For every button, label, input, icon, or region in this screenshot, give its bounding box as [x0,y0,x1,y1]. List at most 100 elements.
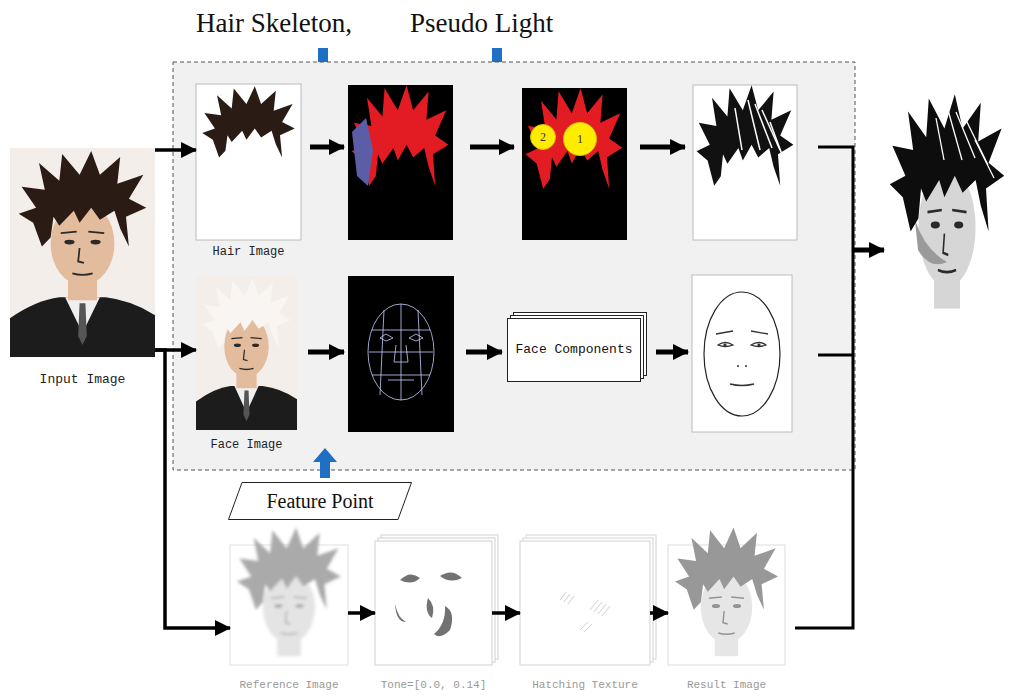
face-line-drawing-part-part [751,343,766,347]
hatching-pages-part [560,592,610,632]
final-portrait-part-part [956,112,975,158]
flow-arrow [348,611,375,615]
result-photo-part [709,597,744,634]
input-photo-part [10,297,155,357]
light-disc [531,125,556,150]
face-mesh-panel-part-part [380,334,393,341]
picture-node: Hatching Texture [520,535,650,692]
picture-caption: Result Image [687,679,766,692]
flow-arrow [492,611,520,615]
stack-page [508,319,641,382]
result-photo-part [675,528,778,610]
picture-node: Tone=[0.0, 0.14] [375,535,492,692]
face-photo-part [196,276,297,430]
face-mesh-panel [348,276,454,432]
face-photo-part [202,278,291,348]
tone-pages-part-part [427,598,434,618]
tone-pages-part-part [440,572,462,580]
callout-number: 1 [577,132,583,146]
picture-node: Reference Image [230,545,348,692]
picture-caption: Reference Image [239,679,338,692]
hatching-pages [520,535,656,665]
merge-bracket-part [818,354,853,357]
face-line-drawing-part-part [730,384,754,386]
process-box: Face Components [507,318,641,382]
hair-photo-part [202,86,294,157]
stage-label: Hair Skeleton, [196,8,352,39]
reference-photo-part-part [237,528,341,610]
picture-node: Result Image [668,545,785,692]
box-label: Face Components [515,342,632,358]
merge-bracket-part [853,248,884,253]
hatching-pages-part-part [564,594,570,602]
light-disc [564,123,597,156]
hair-photo-part [196,84,301,240]
face-mesh-panel-part-part [394,345,408,362]
stage-arrows-part [308,350,344,355]
input-parallelogram: Feature Point [228,482,412,520]
stage-arrows-part [470,145,514,150]
pseudo-light-panel-part [522,88,627,240]
hair-result-panel-part-part [770,122,784,160]
merge-bracket [795,147,884,628]
tone-pages-part-part [400,574,420,582]
light-circle: 1 [563,122,597,156]
picture-caption: Tone=[0.0, 0.14] [381,679,487,692]
hair-skeleton-panel [348,85,453,240]
face-mesh-panel-part [348,276,454,432]
face-line-drawing [692,275,792,432]
face-line-drawing-part [745,365,747,367]
picture-node: Input Image [10,148,155,388]
hatching-pages-part-part [568,596,574,604]
hatching-pages-part-part [560,592,566,600]
input-photo-part [10,148,155,357]
face-mesh-panel-part-part [401,304,402,400]
picture-caption: Face Image [210,438,282,452]
stage-arrows-part [640,145,685,150]
hair-result-panel-part-part [748,100,760,150]
hair-result-panel-part-part [735,108,742,150]
stage-label: Pseudo Light [410,8,553,39]
face-mesh-panel-part-part [409,334,423,341]
stage-arrows-part [310,145,344,150]
final-portrait [890,94,1004,308]
hair-photo [196,84,301,240]
pseudo-light-panel [522,88,627,240]
callout-number: 2 [540,130,546,144]
face-photo [196,276,297,430]
parallelogram-outline [229,483,412,520]
face-line-drawing-part [723,343,726,346]
face-mesh-panel-part-part [380,310,384,395]
hair-skeleton-panel-part [352,85,449,186]
hair-skeleton-panel-part [348,85,453,240]
light-circle: 2 [530,124,556,150]
face-photo-part [231,338,261,370]
picture-caption: Hair Image [212,245,284,259]
tone-pages-part [395,572,462,636]
face-line-drawing-part [757,343,760,346]
face-mesh-panel-part-part [388,380,414,381]
box-label: Feature Point [266,489,373,513]
final-portrait-part-part [948,110,962,160]
face-mesh-panel-part-part [418,310,422,395]
hatching-pages-part-part [584,624,592,632]
tone-pages-part-part [395,604,406,622]
tone-pages [375,535,498,665]
face-line-drawing-part-part [716,331,733,334]
pipeline-region [173,62,855,470]
reference-photo [230,528,348,665]
final-portrait-part [928,210,967,272]
flow-arrow [155,350,230,628]
hair-result-panel-part [735,100,784,160]
blue-arrow-up [313,448,337,478]
face-mesh-panel-part-part [368,304,434,400]
hair-skeleton-panel-part [352,118,373,186]
face-line-drawing-part-part [718,343,733,347]
hair-result-panel [693,85,797,240]
stage-arrows-part [656,350,688,355]
flow-arrow [650,611,668,615]
tone-pages-part [375,541,492,665]
hatching-pages-part-part [602,606,610,616]
